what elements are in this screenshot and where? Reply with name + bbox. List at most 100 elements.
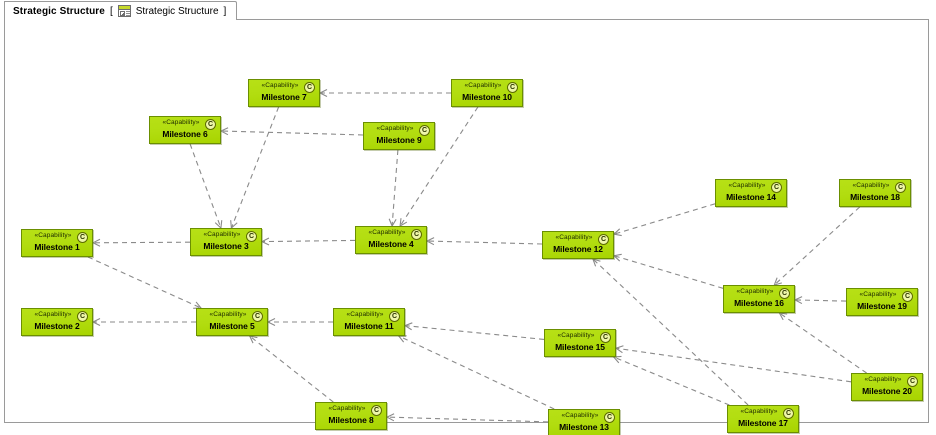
stereotype-label: «Capability» <box>328 405 366 412</box>
dependency-edge-m1-to-m5 <box>87 256 201 308</box>
dependency-edge-m19-to-m16 <box>795 300 847 301</box>
page-title: Strategic Structure <box>13 5 105 17</box>
class-badge-icon: C <box>783 408 794 419</box>
package-diagram-icon <box>117 5 131 17</box>
class-badge-icon: C <box>205 119 216 130</box>
class-badge-icon: C <box>252 311 263 322</box>
node-title: Milestone 12 <box>553 244 603 254</box>
dependency-edge-m7-to-m3 <box>231 106 280 228</box>
stereotype-label: «Capability» <box>464 82 502 89</box>
node-title: Milestone 3 <box>203 241 249 251</box>
class-badge-icon: C <box>246 231 257 242</box>
stereotype-label: «Capability» <box>852 182 890 189</box>
class-badge-icon: C <box>389 311 400 322</box>
node-title: Milestone 16 <box>734 298 784 308</box>
dependency-edge-m12-to-m4 <box>427 241 543 244</box>
dependency-edge-m18-to-m16 <box>774 206 861 285</box>
node-title: Milestone 14 <box>726 192 776 202</box>
dependency-edge-m9-to-m4 <box>392 149 399 226</box>
stereotype-label: «Capability» <box>203 231 241 238</box>
dependency-edge-m20-to-m16 <box>779 313 867 374</box>
bracket-open: [ <box>109 5 113 17</box>
stereotype-label: «Capability» <box>561 412 599 419</box>
node-title: Milestone 2 <box>34 321 80 331</box>
node-title: Milestone 19 <box>857 301 907 311</box>
stereotype-label: «Capability» <box>859 291 897 298</box>
class-badge-icon: C <box>304 82 315 93</box>
node-title: Milestone 6 <box>162 129 208 139</box>
node-title: Milestone 17 <box>738 418 788 428</box>
stereotype-label: «Capability» <box>728 182 766 189</box>
class-badge-icon: C <box>604 412 615 423</box>
class-badge-icon: C <box>771 182 782 193</box>
class-badge-icon: C <box>77 232 88 243</box>
diagram-name: Strategic Structure <box>135 5 219 17</box>
dependency-edge-m13-to-m8 <box>387 417 549 423</box>
node-title: Milestone 4 <box>368 239 414 249</box>
class-badge-icon: C <box>779 288 790 299</box>
node-title: Milestone 20 <box>862 386 912 396</box>
node-title: Milestone 1 <box>34 242 80 252</box>
node-title: Milestone 5 <box>209 321 255 331</box>
stereotype-label: «Capability» <box>34 232 72 239</box>
node-title: Milestone 8 <box>328 415 374 425</box>
diagram-title-tab[interactable]: Strategic Structure [ Strategic Structur… <box>4 1 238 21</box>
stereotype-label: «Capability» <box>261 82 299 89</box>
node-title: Milestone 15 <box>555 342 605 352</box>
dependency-edge-m20-to-m15 <box>616 348 852 383</box>
stereotype-label: «Capability» <box>162 119 200 126</box>
bracket-close: ] <box>223 5 227 17</box>
dependency-edge-m4-to-m3 <box>262 240 356 241</box>
node-title: Milestone 13 <box>559 422 609 432</box>
stereotype-label: «Capability» <box>346 311 384 318</box>
node-title: Milestone 7 <box>261 92 307 102</box>
dependency-edge-m9-to-m6 <box>221 131 364 136</box>
dependency-edge-m3-to-m1 <box>93 242 191 243</box>
stereotype-label: «Capability» <box>736 288 774 295</box>
node-title: Milestone 9 <box>376 135 422 145</box>
stereotype-label: «Capability» <box>557 332 595 339</box>
dependency-edge-m15-to-m11 <box>405 326 545 340</box>
class-badge-icon: C <box>411 229 422 240</box>
dependency-edge-m8-to-m5 <box>250 336 334 403</box>
class-badge-icon: C <box>77 311 88 322</box>
class-badge-icon: C <box>371 405 382 416</box>
node-title: Milestone 11 <box>344 321 394 331</box>
stereotype-label: «Capability» <box>864 376 902 383</box>
class-badge-icon: C <box>895 182 906 193</box>
dependency-edge-m14-to-m12 <box>614 203 716 234</box>
class-badge-icon: C <box>507 82 518 93</box>
dependency-edge-m17-to-m15 <box>614 357 730 406</box>
class-badge-icon: C <box>902 291 913 302</box>
dependency-edge-m13-to-m11 <box>399 336 555 410</box>
node-title: Milestone 18 <box>850 192 900 202</box>
class-badge-icon: C <box>598 234 609 245</box>
stereotype-label: «Capability» <box>555 234 593 241</box>
stereotype-label: «Capability» <box>368 229 406 236</box>
class-badge-icon: C <box>907 376 918 387</box>
node-title: Milestone 10 <box>462 92 512 102</box>
stereotype-label: «Capability» <box>376 125 414 132</box>
